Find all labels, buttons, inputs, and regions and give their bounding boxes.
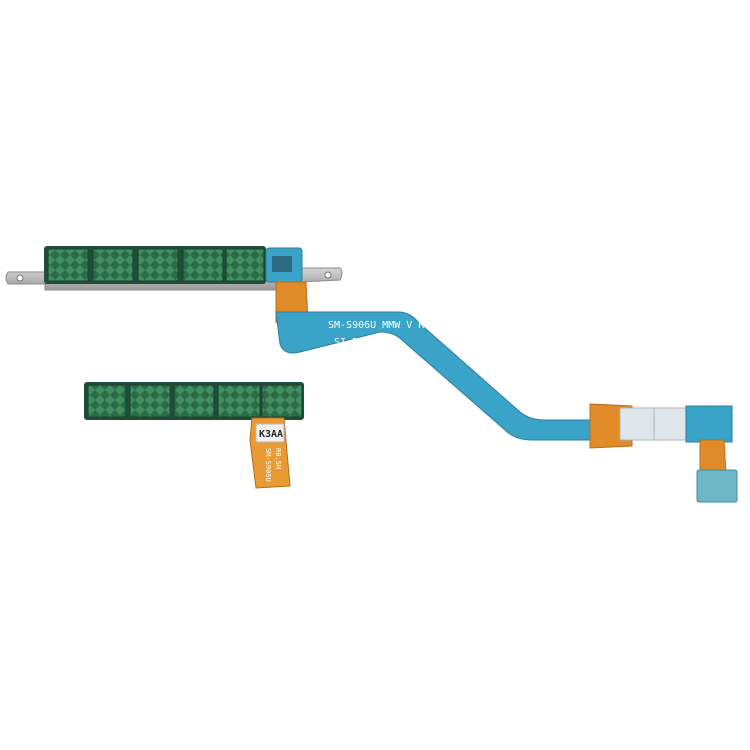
- lower-flex-sticker: [255, 423, 285, 443]
- top-patch-2: [92, 248, 134, 282]
- module-sticker-code: K3AA: [259, 429, 283, 440]
- top-antenna-module: [5, 246, 343, 291]
- lower-patch-5: [261, 384, 303, 418]
- small-flex-text-line1: SM-S906U: [264, 448, 272, 482]
- main-flex-cable: SM-S906U MMW V REV0.7 SI 212 SY: [275, 281, 738, 503]
- small-flex-text-line2: R0.5H: [274, 448, 282, 469]
- top-patch-5: [225, 248, 265, 282]
- cable-silkscreen-line2: SI 212 SY: [334, 337, 388, 348]
- lower-patch-3: [173, 384, 215, 418]
- right-screw-hole: [324, 271, 332, 279]
- left-screw-hole: [16, 274, 24, 282]
- lower-antenna-module: K3AA SM-S906U R0.5H: [84, 382, 304, 489]
- lower-patch-1: [87, 384, 127, 418]
- module-connector-pad: [272, 256, 292, 272]
- flex-connector: [696, 469, 738, 503]
- lower-patch-2: [129, 384, 171, 418]
- cable-silkscreen-line1: SM-S906U MMW V REV0.7: [328, 320, 454, 331]
- flex-orange-tail: [699, 439, 727, 475]
- flex-end-plate: [685, 405, 733, 443]
- white-sticker-1: [619, 407, 655, 441]
- flex-blue-body: [275, 311, 601, 441]
- lower-patch-4: [217, 384, 261, 418]
- top-patch-1: [47, 248, 89, 282]
- top-patch-4: [182, 248, 224, 282]
- top-patch-3: [137, 248, 179, 282]
- white-sticker-2: [653, 407, 689, 441]
